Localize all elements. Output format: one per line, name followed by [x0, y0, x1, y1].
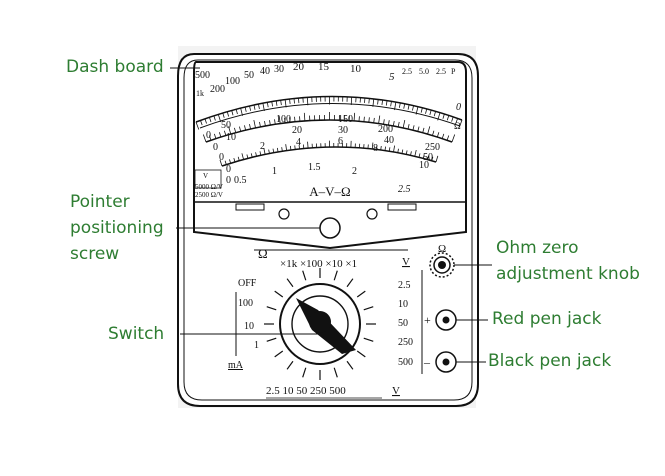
jack-plus-sign: +: [424, 313, 431, 327]
ohm-prefix: 1k: [196, 89, 204, 98]
label-dash-board: Dash board: [66, 54, 164, 80]
ac-2-5: 2.5: [398, 184, 411, 195]
v-b-10: 10: [226, 132, 236, 143]
v-b-40: 40: [384, 135, 394, 146]
ac-2: 2: [352, 166, 357, 177]
v-c-4: 4: [296, 137, 301, 148]
scale-tick: [354, 113, 355, 121]
sensitivity-v-label: V: [203, 172, 208, 180]
jack-minus-sign: –: [423, 355, 431, 369]
label-switch: Switch: [108, 321, 164, 347]
v-c-10: 10: [419, 160, 429, 171]
sensitivity-2500: 2500 Ω/V: [195, 191, 223, 199]
dcv-500: 500: [398, 357, 413, 368]
scale-tick: [381, 146, 382, 150]
ohm-tick-50: 50: [244, 70, 254, 81]
pointer-positioning-screw[interactable]: [320, 218, 340, 238]
label-pointer-line-1: Pointer: [70, 189, 130, 215]
v-a-200: 200: [378, 124, 393, 135]
black-jack-center: [443, 359, 450, 366]
ohm-tick-15: 15: [318, 61, 330, 73]
ac-0: 0: [226, 164, 231, 175]
ohm-tick-200: 200: [210, 84, 225, 95]
acv-ranges: 2.5 10 50 250 500: [266, 385, 346, 397]
dcv-10: 10: [398, 299, 408, 310]
dial-rivet-left: [279, 209, 289, 219]
ohm-tick-5-0: 5.0: [419, 67, 429, 76]
red-jack-center: [443, 317, 450, 324]
v-c-0: 0: [219, 152, 224, 163]
scale-tick: [369, 117, 370, 122]
v-c-8: 8: [373, 143, 378, 154]
selector-ohm-symbol: Ω: [258, 246, 268, 261]
label-pointer-line-2: positioning: [70, 215, 164, 241]
v-a-100: 100: [276, 114, 291, 125]
ma-100: 100: [238, 298, 253, 309]
scale-tick: [369, 98, 370, 103]
label-black-jack: Black pen jack: [488, 348, 611, 374]
selector-ohm-ranges: ×1k ×100 ×10 ×1: [280, 258, 357, 270]
ac-1: 1: [272, 166, 277, 177]
selector-v-symbol: V: [402, 256, 410, 268]
dial-rivet-right: [367, 209, 377, 219]
switch-knob[interactable]: [309, 311, 331, 333]
ohm-tick-40: 40: [260, 66, 270, 77]
ohm-tick-0: 0: [456, 102, 461, 113]
v-b-0: 0: [213, 142, 218, 153]
ohm-tick-500: 500: [195, 70, 210, 81]
ohm-tick-10: 10: [350, 63, 362, 75]
dcv-250: 250: [398, 337, 413, 348]
ohm-tick-5: 5: [389, 71, 395, 83]
ma-unit: mA: [228, 360, 244, 371]
v-c-2: 2: [260, 141, 265, 152]
label-pointer-line-3: screw: [70, 241, 119, 267]
ohm-unit-mark: Ω: [454, 121, 461, 131]
v-a-50: 50: [221, 120, 231, 131]
ohm-tick-2-5b: 2.5: [436, 67, 446, 76]
ma-10: 10: [244, 321, 254, 332]
v-b-20: 20: [292, 125, 302, 136]
v-a-0: 0: [206, 130, 211, 141]
acv-unit: V: [392, 385, 400, 397]
v-a-150: 150: [338, 114, 353, 125]
ohm-tick-p: P: [451, 67, 456, 76]
ac-0-5: 0.5: [234, 175, 247, 186]
scale-tick: [304, 113, 305, 121]
label-ohm-knob-line-2: adjustment knob: [496, 261, 640, 287]
scale-tick: [307, 97, 308, 105]
dcv-2-5: 2.5: [398, 280, 411, 291]
ac-prefix: 0: [226, 175, 231, 186]
scale-tick: [294, 99, 295, 104]
scale-tick: [290, 146, 291, 150]
ma-1: 1: [254, 340, 259, 351]
ohm-tick-100: 100: [225, 76, 240, 87]
ma-off: OFF: [238, 278, 257, 289]
ohm-tick-20: 20: [293, 61, 305, 73]
ac-1-5: 1.5: [308, 162, 321, 173]
ohm-tick-30: 30: [274, 64, 284, 75]
sensitivity-5000: 5000 Ω/V: [195, 183, 223, 191]
v-b-30: 30: [338, 125, 348, 136]
dcv-50: 50: [398, 318, 408, 329]
ohm-tick-2-5: 2.5: [402, 67, 412, 76]
v-c-6: 6: [338, 136, 343, 147]
scale-tick: [308, 142, 309, 148]
label-ohm-knob-line-1: Ohm zero: [496, 235, 579, 261]
dial-title: A–V–Ω: [309, 184, 350, 199]
label-red-jack: Red pen jack: [492, 306, 601, 332]
ohm-knob-center: [438, 261, 446, 269]
